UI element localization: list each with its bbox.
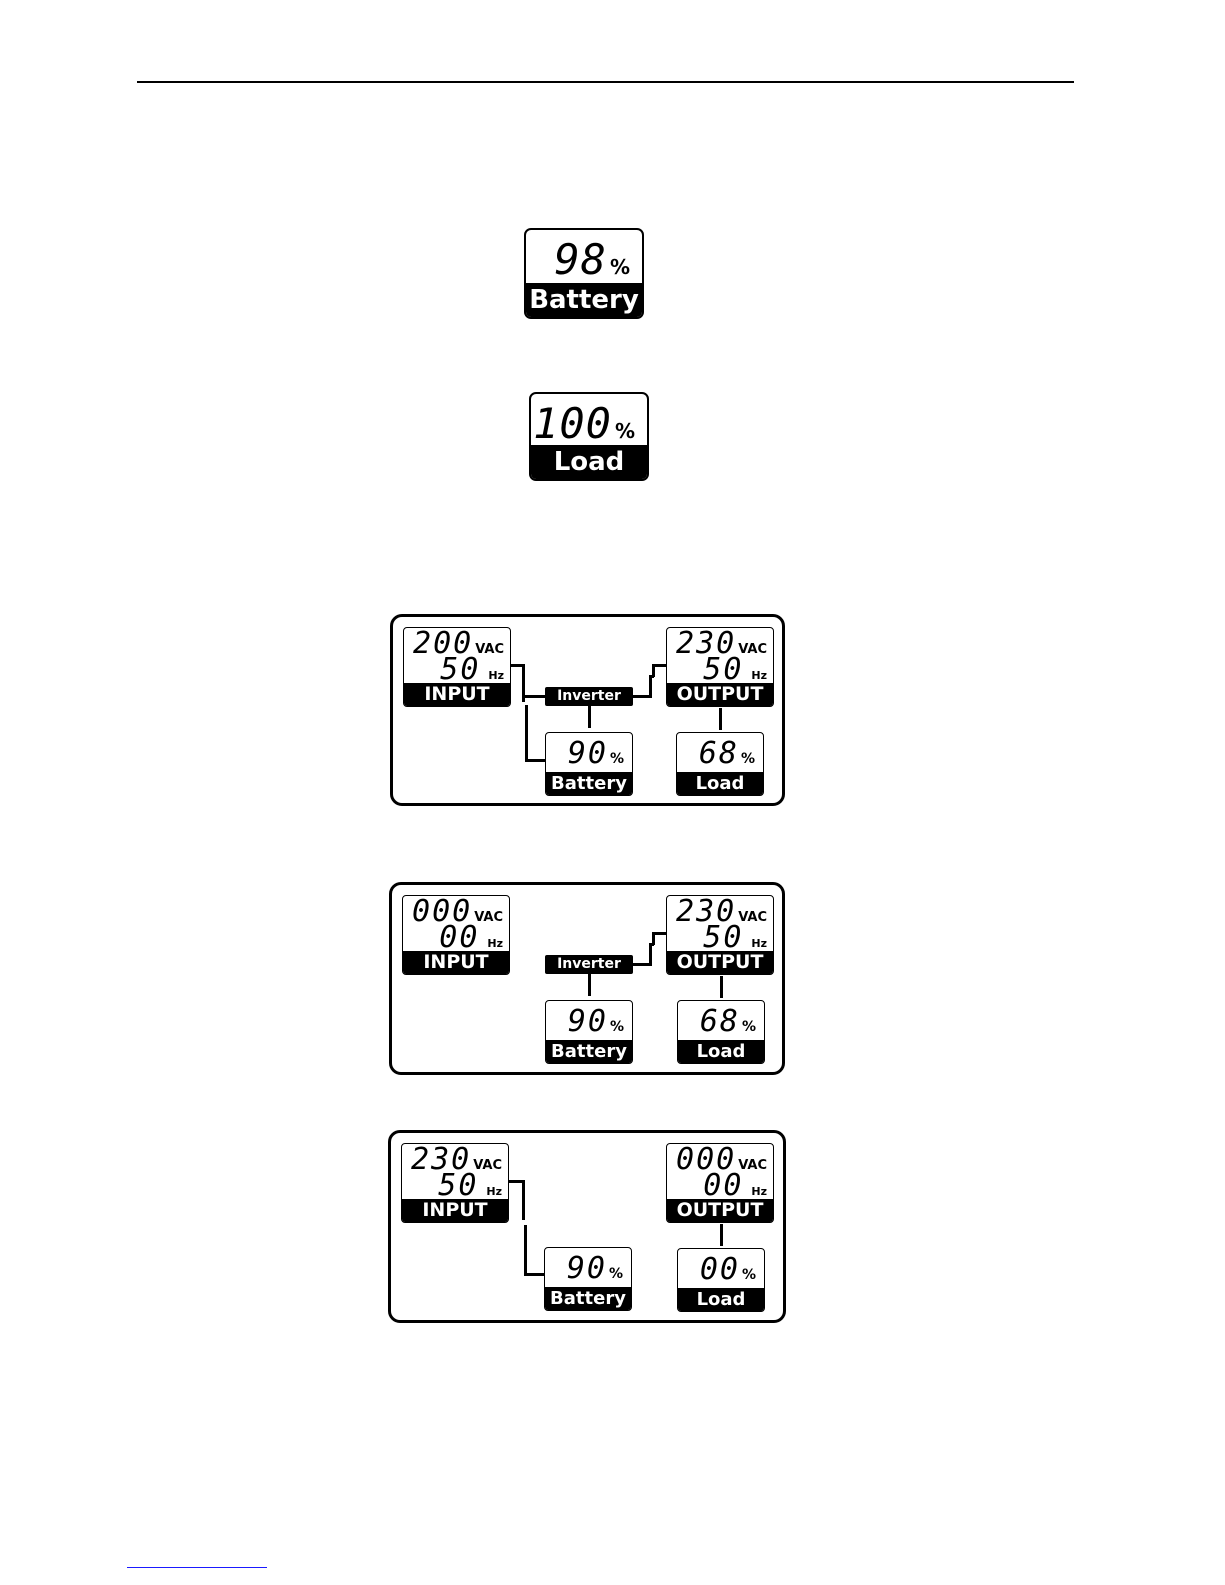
footnote-separator (127, 1567, 267, 1568)
flow-line (525, 705, 528, 761)
load-label: Load (678, 1040, 764, 1063)
output-label: OUTPUT (667, 951, 773, 974)
input-frequency-unit: Hz (488, 669, 504, 682)
battery-display: 90% Battery (545, 732, 633, 796)
load-unit: % (742, 1267, 756, 1283)
load-display: 100% Load (529, 392, 649, 481)
flow-line (524, 1225, 527, 1275)
load-label: Load (677, 772, 763, 795)
battery-display: 90% Battery (544, 1247, 632, 1311)
battery-label: Battery (546, 1040, 632, 1063)
flow-line (522, 695, 545, 698)
battery-unit: % (610, 255, 630, 279)
flow-line (719, 708, 722, 730)
flow-line (525, 759, 545, 762)
battery-label: Battery (546, 772, 632, 795)
input-frequency-unit: Hz (487, 937, 503, 950)
output-frequency: 50 (703, 920, 743, 955)
flow-line (652, 932, 666, 935)
battery-label: Battery (545, 1287, 631, 1310)
inverter-label: Inverter (545, 955, 633, 974)
load-value: 00 (700, 1252, 740, 1287)
battery-label: Battery (526, 283, 642, 317)
battery-value: 90 (567, 1251, 607, 1286)
output-frequency-unit: Hz (751, 937, 767, 950)
output-frequency: 00 (703, 1168, 743, 1203)
header-rule (137, 81, 1074, 83)
output-frequency: 50 (703, 652, 743, 687)
load-display: 00% Load (677, 1248, 765, 1312)
flow-line (633, 963, 650, 966)
input-frequency-unit: Hz (486, 1185, 502, 1198)
flow-line (524, 1273, 544, 1276)
battery-display: 90% Battery (545, 1000, 633, 1064)
load-display: 68% Load (677, 1000, 765, 1064)
flow-line (522, 1180, 525, 1220)
load-label: Load (678, 1288, 764, 1311)
load-unit: % (742, 1019, 756, 1035)
load-label: Load (531, 445, 647, 479)
battery-display: 98% Battery (524, 228, 644, 319)
flow-line (588, 974, 591, 996)
output-frequency-unit: Hz (751, 1185, 767, 1198)
output-label: OUTPUT (667, 1199, 773, 1222)
output-frequency-unit: Hz (751, 669, 767, 682)
battery-value: 90 (568, 1004, 608, 1039)
input-frequency: 50 (440, 652, 480, 687)
input-frequency: 00 (439, 920, 479, 955)
load-unit: % (615, 419, 635, 443)
output-label: OUTPUT (667, 683, 773, 706)
flow-line (633, 695, 650, 698)
load-value: 68 (699, 736, 739, 771)
flow-line (720, 1224, 723, 1246)
input-frequency: 50 (438, 1168, 478, 1203)
battery-value: 90 (568, 736, 608, 771)
input-label: INPUT (404, 683, 510, 706)
battery-value: 98 (554, 235, 607, 284)
battery-unit: % (609, 1266, 623, 1282)
flow-line (649, 943, 652, 966)
load-value: 100 (533, 399, 612, 448)
load-value: 68 (700, 1004, 740, 1039)
battery-unit: % (610, 751, 624, 767)
input-label: INPUT (403, 951, 509, 974)
load-display: 68% Load (676, 732, 764, 796)
flow-line (720, 976, 723, 998)
inverter-label: Inverter (545, 687, 633, 706)
battery-unit: % (610, 1019, 624, 1035)
input-label: INPUT (402, 1199, 508, 1222)
load-unit: % (741, 751, 755, 767)
flow-line (649, 675, 652, 698)
flow-line (652, 664, 666, 667)
flow-line (588, 706, 591, 728)
